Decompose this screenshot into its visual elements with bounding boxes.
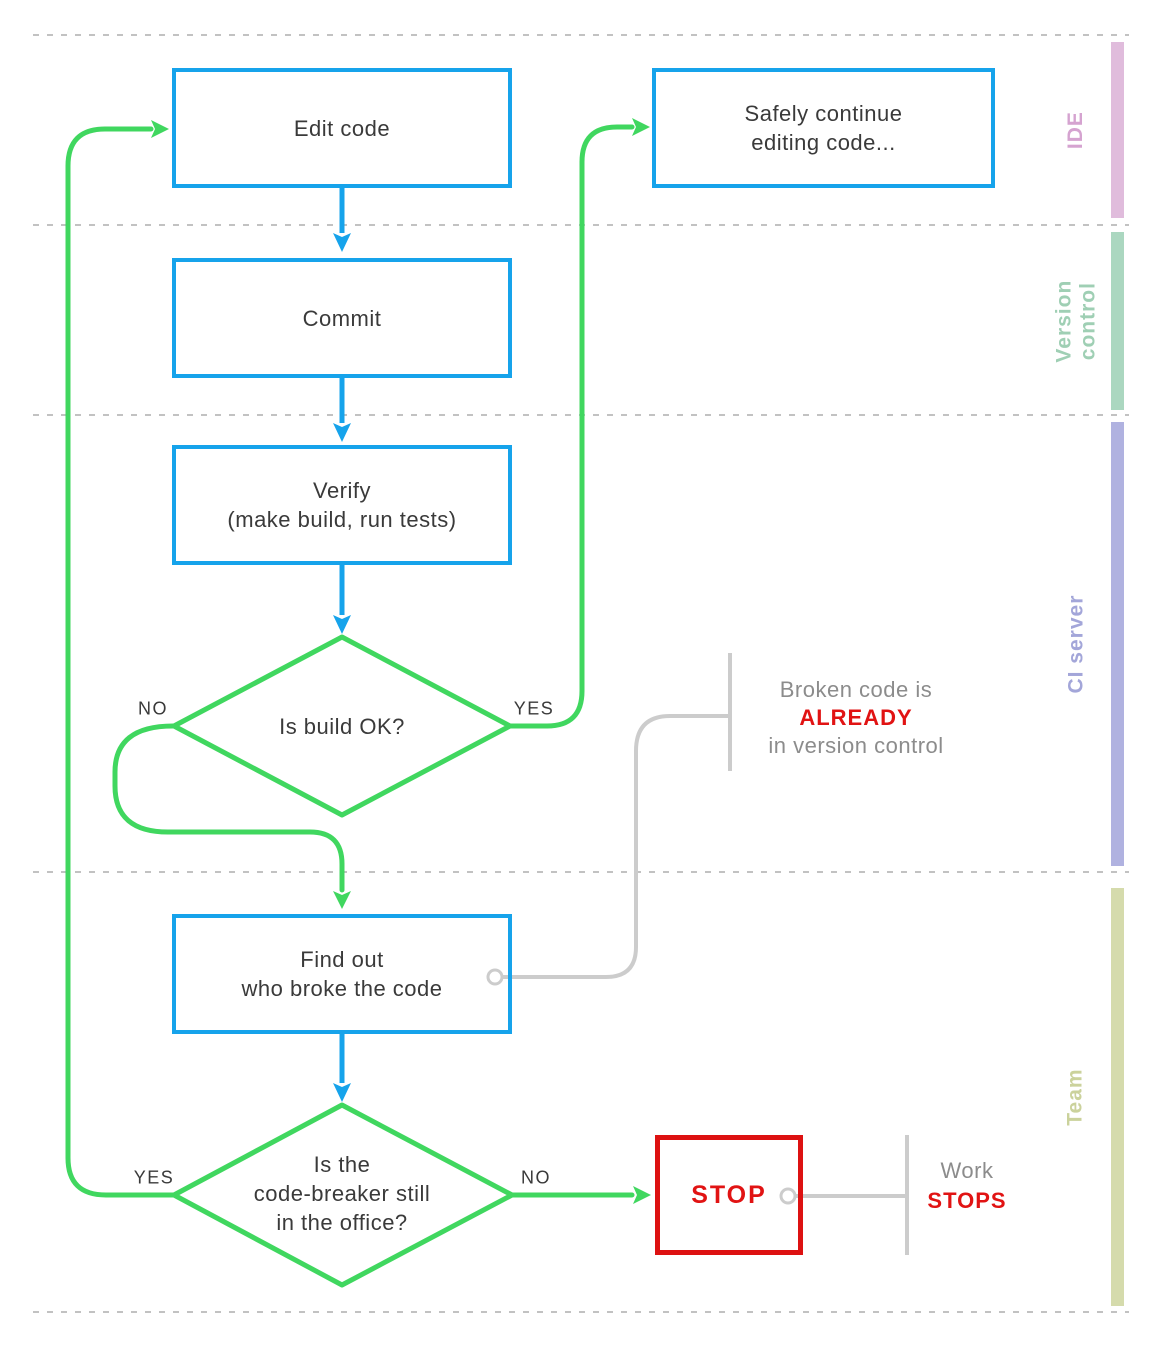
arrowhead-into-verify (333, 423, 351, 442)
lane-bar-ci-server (1111, 422, 1124, 866)
node-label-line: (make build, run tests) (227, 507, 457, 532)
node-stop: STOP (655, 1135, 803, 1255)
edge-label-breaker-yes: YES (133, 1167, 175, 1188)
node-label-line: Find out (300, 947, 384, 972)
annotation-broken-code: Broken code is ALREADY in version contro… (768, 677, 944, 758)
lane-separator (33, 34, 1129, 36)
edge-breaker-yes (65, 126, 177, 1198)
node-label-line: editing code... (751, 130, 896, 155)
edge-build-yes (508, 124, 635, 729)
stop-label: STOP (691, 1180, 767, 1209)
node-label-line: Safely continue (744, 101, 903, 126)
node-safely-continue: Safely continue editing code... (652, 68, 995, 188)
arrowhead-into-commit (333, 233, 351, 252)
node-label-line: who broke the code (241, 976, 443, 1001)
node-commit: Commit (172, 258, 512, 378)
edge-label-build-yes: YES (513, 698, 555, 719)
edge-build-no (112, 723, 345, 893)
connector-dot-find-out (486, 968, 504, 986)
node-label-line: Verify (312, 478, 372, 503)
diamond-label-code-breaker: Is the code-breaker still in the office? (253, 1152, 431, 1235)
lane-separator (33, 1311, 1129, 1313)
node-edit-code: Edit code (172, 68, 512, 188)
annotation-work-stops: Work STOPS (927, 1158, 1007, 1213)
arrowhead-into-build-ok (333, 615, 351, 634)
connector-broken-code (500, 714, 728, 979)
arrowhead-into-breaker (333, 1083, 351, 1102)
node-find-out: Find out who broke the code (172, 914, 512, 1034)
arrowhead-into-safely-continue (632, 118, 650, 136)
arrowhead-into-stop (633, 1186, 651, 1204)
node-label: Edit code (293, 115, 391, 141)
connector-dot-stop (779, 1187, 797, 1205)
node-verify: Verify (make build, run tests) (172, 445, 512, 565)
diamond-code-breaker (171, 1102, 515, 1288)
arrowhead-into-find-out (333, 891, 351, 909)
edge-label-breaker-no: NO (521, 1167, 551, 1188)
diamond-label-is-build-ok: Is build OK? (279, 714, 405, 739)
arrowhead-into-edit-code (151, 120, 169, 138)
lane-separator (33, 871, 1129, 873)
lane-bar-team (1111, 888, 1124, 1306)
lane-bar-ide (1111, 42, 1124, 218)
diamond-is-build-ok (171, 634, 513, 818)
node-label: Commit (302, 305, 382, 331)
lane-bar-version-control (1111, 232, 1124, 410)
edge-label-build-no: NO (138, 698, 168, 719)
